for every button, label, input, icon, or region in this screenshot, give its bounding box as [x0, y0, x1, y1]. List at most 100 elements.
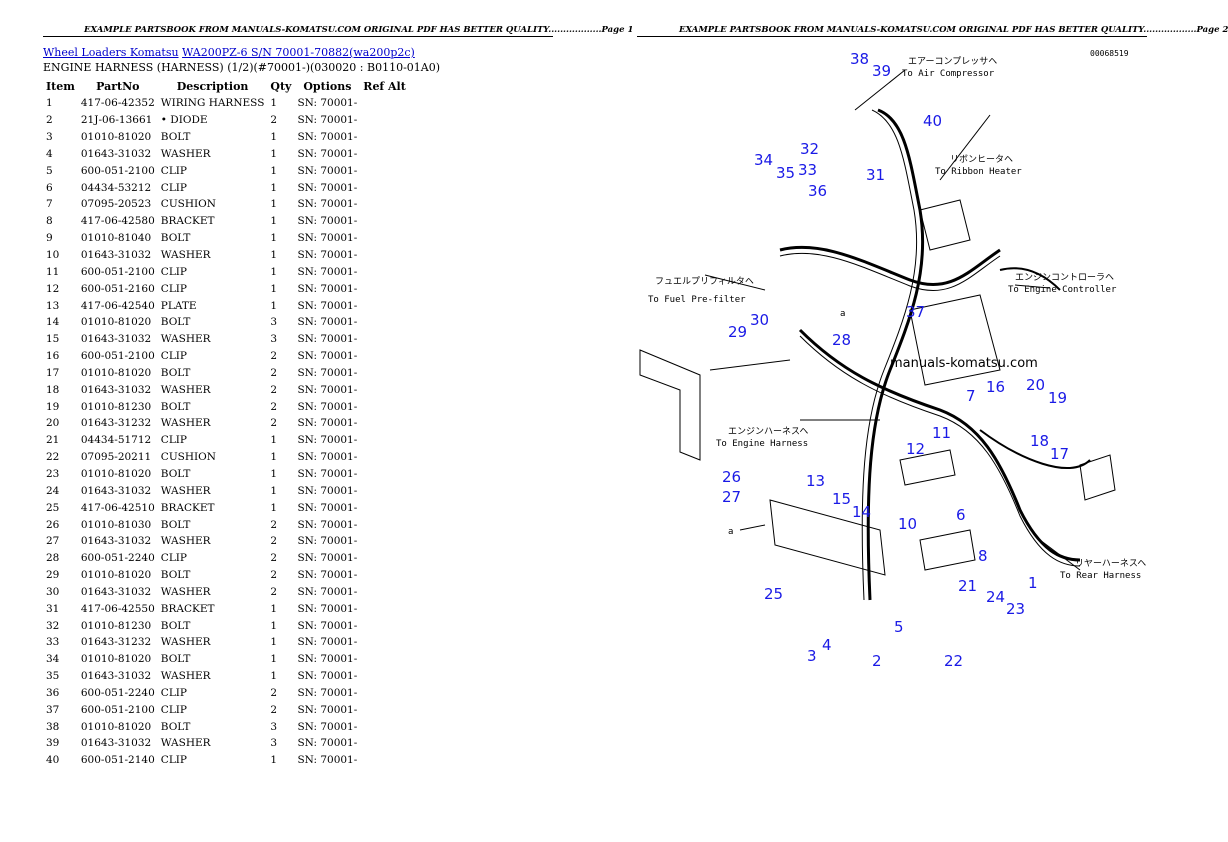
cell-description: BOLT [160, 619, 191, 632]
cell-options: SN: 70001- [297, 518, 358, 531]
callout-26: 26 [722, 468, 741, 486]
cell-description: WASHER [160, 737, 211, 750]
ref-letter-a-lower: a [728, 527, 733, 537]
cell-qty: 2 [270, 518, 278, 531]
cell-options: SN: 70001- [297, 249, 358, 262]
callout-12: 12 [906, 440, 925, 458]
cell-qty: 2 [270, 585, 278, 598]
callout-34: 34 [754, 151, 773, 169]
cell-options: SN: 70001- [297, 164, 358, 177]
cell-ref-alt [360, 516, 409, 533]
cell-description: BOLT [160, 518, 191, 531]
cell-qty: 2 [270, 383, 278, 396]
cell-item: 21 [46, 434, 60, 447]
header-rule-right [637, 36, 1147, 37]
cell-partno: 01643-31032 [80, 737, 152, 750]
callout-20: 20 [1026, 376, 1045, 394]
cell-ref-alt [360, 213, 409, 230]
label-engine-controller-en: To Engine Controller [1008, 285, 1117, 295]
cell-ref-alt [360, 583, 409, 600]
cell-ref-alt [360, 263, 409, 280]
callout-33: 33 [798, 161, 817, 179]
cell-description: WASHER [160, 417, 211, 430]
callout-7: 7 [966, 387, 976, 405]
cell-qty: 1 [270, 249, 278, 262]
cell-qty: 1 [270, 265, 278, 278]
cell-item: 19 [46, 400, 60, 413]
cell-ref-alt [360, 381, 409, 398]
callout-37: 37 [906, 303, 925, 321]
breadcrumb-link-model[interactable]: WA200PZ-6 S/N 70001-70882(wa200p2c) [182, 46, 415, 59]
cell-item: 18 [46, 383, 60, 396]
callout-19: 19 [1048, 389, 1067, 407]
callout-17: 17 [1050, 445, 1069, 463]
cell-qty: 1 [270, 299, 278, 312]
label-air-compressor-en: To Air Compressor [902, 69, 995, 79]
cell-qty: 1 [270, 147, 278, 160]
cell-ref-alt [360, 752, 409, 769]
cell-ref-alt [360, 314, 409, 331]
cell-options: SN: 70001- [297, 754, 358, 767]
cell-qty: 1 [270, 602, 278, 615]
label-engine-harness-en: To Engine Harness [716, 439, 808, 449]
cell-partno: 01010-81020 [80, 653, 152, 666]
cell-options: SN: 70001- [297, 569, 358, 582]
ref-letter-a-upper: a [840, 309, 845, 319]
cell-description: BRACKET [160, 215, 215, 228]
cell-description: WASHER [160, 249, 211, 262]
col-header-ref-alt: Ref Alt [363, 79, 406, 93]
cell-description: BRACKET [160, 501, 215, 514]
cell-description: WASHER [160, 333, 211, 346]
cell-description: BRACKET [160, 602, 215, 615]
cell-description: BOLT [160, 366, 191, 379]
breadcrumb-link-category[interactable]: Wheel Loaders Komatsu [43, 46, 179, 59]
cell-qty: 1 [270, 131, 278, 144]
label-fuel-prefilter-jp: フュエルプリフィルタヘ [655, 276, 754, 287]
cell-item: 17 [46, 366, 60, 379]
cell-item: 8 [46, 215, 53, 228]
cell-ref-alt [360, 651, 409, 668]
cell-options: SN: 70001- [297, 114, 358, 127]
cell-description: WASHER [160, 484, 211, 497]
cell-partno: 04434-53212 [80, 181, 152, 194]
cell-ref-alt [360, 550, 409, 567]
parts-table-header: Item PartNo Description Qty Options Ref … [43, 77, 409, 95]
callout-4: 4 [822, 636, 832, 654]
callout-28: 28 [832, 331, 851, 349]
cell-partno: 01010-81020 [80, 569, 152, 582]
callout-40: 40 [923, 112, 942, 130]
cell-description: CUSHION [160, 451, 216, 464]
cell-partno: 01643-31232 [80, 636, 152, 649]
cell-item: 33 [46, 636, 60, 649]
cell-options: SN: 70001- [297, 265, 358, 278]
cell-partno: 600-051-2100 [80, 350, 155, 363]
cell-description: BOLT [160, 131, 191, 144]
cell-options: SN: 70001- [297, 703, 358, 716]
cell-ref-alt [360, 297, 409, 314]
cell-partno: 600-051-2160 [80, 282, 155, 295]
cell-partno: 417-06-42550 [80, 602, 155, 615]
cell-partno: 01643-31032 [80, 484, 152, 497]
cell-options: SN: 70001- [297, 552, 358, 565]
cell-ref-alt [360, 466, 409, 483]
cell-ref-alt [360, 112, 409, 129]
col-header-partno: PartNo [96, 79, 140, 93]
cell-item: 34 [46, 653, 60, 666]
cell-item: 14 [46, 316, 60, 329]
parts-table: Item PartNo Description Qty Options Ref … [43, 77, 409, 769]
cell-qty: 2 [270, 114, 278, 127]
cell-item: 25 [46, 501, 60, 514]
cell-partno: 600-051-2100 [80, 164, 155, 177]
cell-item: 40 [46, 754, 60, 767]
callout-6: 6 [956, 506, 966, 524]
